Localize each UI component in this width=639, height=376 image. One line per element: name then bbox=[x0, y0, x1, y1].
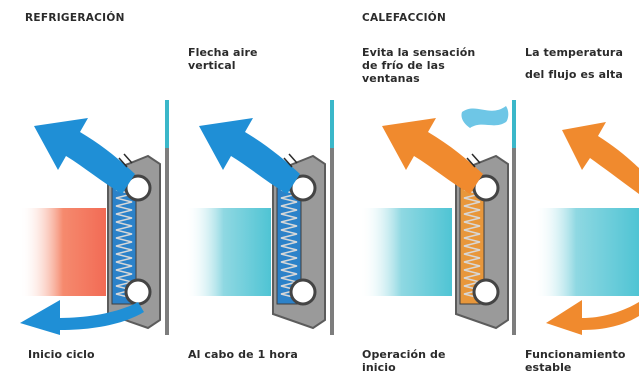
top-fan bbox=[124, 174, 152, 202]
cool-air-zone bbox=[185, 208, 271, 296]
caption-cycle-start: Inicio ciclo bbox=[28, 348, 95, 361]
caption-start-operation: Operación de inicio bbox=[362, 348, 446, 374]
fin-zigzag bbox=[463, 189, 481, 299]
window-strip bbox=[330, 100, 334, 148]
bottom-fan bbox=[124, 278, 152, 306]
top-fan bbox=[289, 174, 317, 202]
downward-arrow bbox=[20, 300, 144, 335]
note-flow-temp-line1: La temperatura bbox=[525, 46, 623, 59]
upward-arrow bbox=[199, 118, 300, 194]
note-flow-temp-line2: del flujo es alta bbox=[525, 68, 623, 81]
panel-heating-start bbox=[360, 90, 520, 335]
note-vertical-airflow: Flecha aire vertical bbox=[188, 46, 258, 72]
wall bbox=[330, 100, 334, 335]
panel-cooling-cycle-start bbox=[20, 90, 175, 335]
section-header-heating: CALEFACCIÓN bbox=[362, 12, 447, 24]
fin-zigzag bbox=[280, 189, 298, 299]
caption-after-hour: Al cabo de 1 hora bbox=[188, 348, 298, 361]
cool-air-zone bbox=[534, 208, 639, 296]
wall bbox=[165, 100, 169, 335]
window-cold-swirl bbox=[461, 106, 509, 128]
cool-air-zone bbox=[360, 208, 452, 296]
bottom-fan bbox=[472, 278, 500, 306]
note-window-cold: Evita la sensación de frío de las ventan… bbox=[362, 46, 476, 85]
wall bbox=[512, 100, 516, 335]
window-strip bbox=[512, 100, 516, 148]
panel-heating-stable bbox=[528, 90, 639, 335]
window-strip bbox=[165, 100, 169, 148]
downward-arrow bbox=[546, 300, 639, 335]
panel-cooling-after-hour bbox=[185, 90, 340, 335]
upward-arrow bbox=[382, 118, 483, 194]
upward-arrow bbox=[34, 118, 135, 194]
bottom-fan bbox=[289, 278, 317, 306]
section-header-cooling: REFRIGERACIÓN bbox=[25, 12, 125, 24]
top-fan bbox=[472, 174, 500, 202]
caption-stable-operation: Funcionamiento estable bbox=[525, 348, 626, 374]
upward-arrow bbox=[562, 122, 639, 194]
fin-zigzag bbox=[115, 189, 133, 299]
warm-air-zone bbox=[20, 208, 106, 296]
